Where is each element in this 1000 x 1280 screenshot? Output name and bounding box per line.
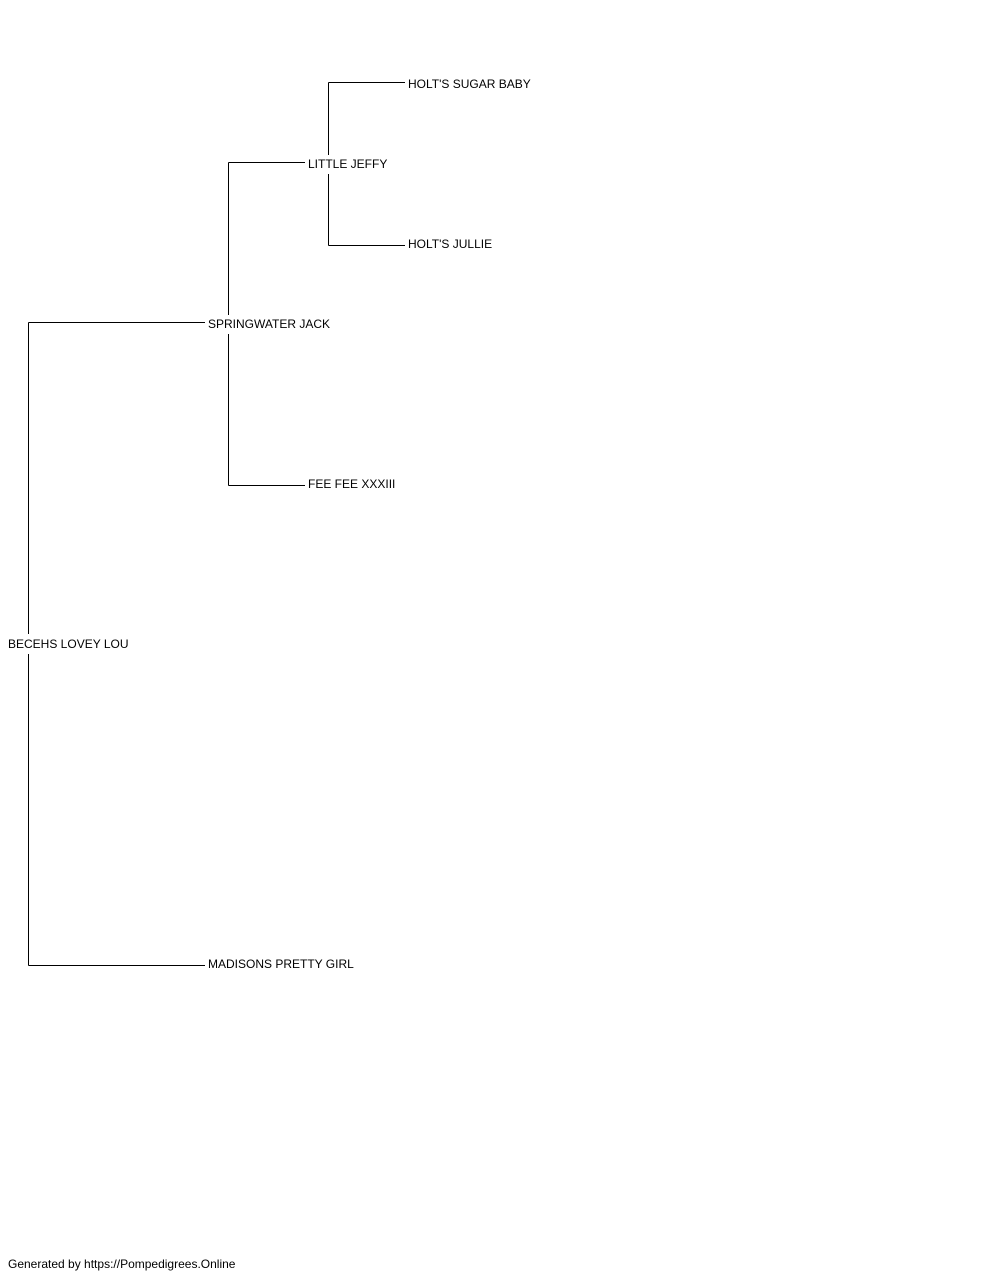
sire-sire-dam-name: HOLT'S JULLIE: [408, 237, 492, 251]
sire-dam-name: FEE FEE XXXIII: [308, 477, 395, 491]
dam-name: MADISONS PRETTY GIRL: [208, 957, 354, 971]
sire-sire-name: LITTLE JEFFY: [308, 157, 387, 171]
subject-name: BECEHS LOVEY LOU: [8, 637, 129, 651]
sire-sire-sire-name: HOLT'S SUGAR BABY: [408, 77, 531, 91]
sire-name: SPRINGWATER JACK: [208, 317, 330, 331]
generated-by-footer: Generated by https://Pompedigrees.Online: [8, 1257, 236, 1271]
